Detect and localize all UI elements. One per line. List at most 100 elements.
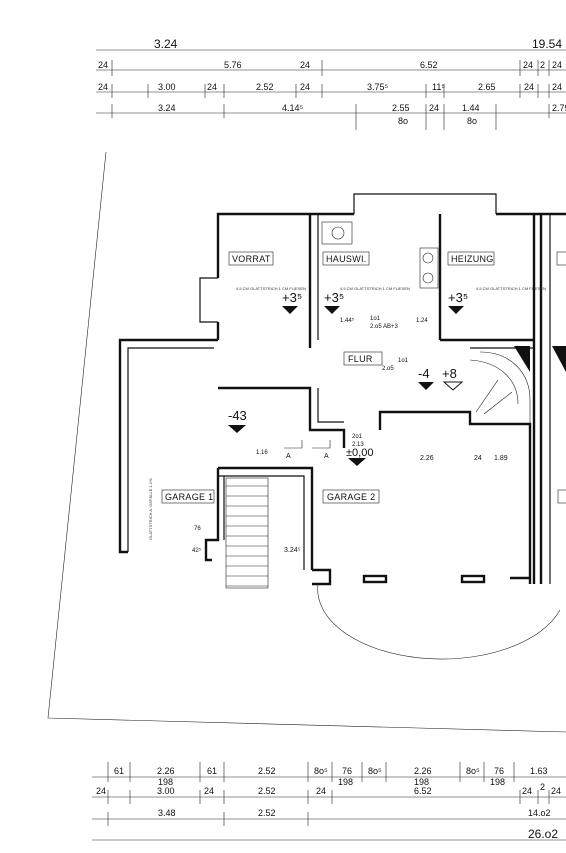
top-dim: 24 bbox=[300, 82, 310, 92]
bottom-dim: 24 bbox=[522, 786, 532, 796]
level-triangle-icon bbox=[282, 306, 298, 314]
top-dim: 3.75⁵ bbox=[367, 82, 389, 92]
room-garage-2: GARAGE 2 bbox=[327, 492, 375, 502]
top-dimension-chains: 3.24 19.54 24 5.76 24 6.52 24 2 24 24 3.… bbox=[96, 37, 566, 130]
level-flur-a: -4 bbox=[418, 366, 430, 381]
plan-dim: 1.24 bbox=[416, 318, 428, 324]
level-hauswi: +3⁵ bbox=[324, 290, 344, 305]
section-marker: A bbox=[286, 453, 291, 460]
level-triangle-icon bbox=[348, 458, 366, 466]
bottom-dim: 6.52 bbox=[414, 786, 432, 796]
floor-note: 4.5 CM GLATTSTRICH 1 CM FLIESEN bbox=[340, 286, 410, 291]
top-dim: 3.00 bbox=[158, 82, 176, 92]
top-dim: 3.24 bbox=[158, 103, 176, 113]
top-dim: 2.55 bbox=[392, 103, 410, 113]
plan-dim: 1.89 bbox=[494, 455, 508, 462]
level-triangle-icon bbox=[448, 306, 464, 314]
top-dim: 24 bbox=[523, 60, 533, 70]
room-label-box bbox=[447, 251, 495, 266]
top-dim: 2.52 bbox=[256, 82, 274, 92]
fixtures bbox=[321, 221, 439, 289]
plan-dim: 3.24⁵ bbox=[284, 547, 301, 554]
bottom-dim: 3.00 bbox=[157, 786, 175, 796]
top-dim: 2 bbox=[540, 60, 545, 70]
top-dim: 4.14⁵ bbox=[282, 103, 304, 113]
room-label-box bbox=[161, 489, 215, 504]
bottom-dim: 76 bbox=[342, 766, 352, 776]
bottom-dim: 198 bbox=[490, 777, 505, 787]
site-outline bbox=[47, 151, 566, 733]
plan-dim: 42⁵ bbox=[192, 547, 202, 554]
bottom-dimension-chains: 61 2.26 61 2.52 8o⁵ 76 8o⁵ 2.26 8o⁵ 76 1… bbox=[92, 762, 566, 841]
bottom-dim: 2.52 bbox=[258, 808, 276, 818]
bottom-dim: 24 bbox=[204, 786, 214, 796]
room-garage-1: GARAGE 1 bbox=[165, 492, 213, 502]
bottom-dim: 1.63 bbox=[530, 766, 548, 776]
plan-notes: 4.5 CM GLATTSTRICH 1 CM FLIESEN 4.5 CM G… bbox=[148, 286, 546, 554]
top-dim-total-left: 3.24 bbox=[154, 37, 178, 51]
plan-dim: 1.16 bbox=[256, 450, 268, 456]
door-dim: 1o1 bbox=[398, 358, 409, 364]
bottom-dim: 24 bbox=[551, 786, 561, 796]
level-heizung: +3⁵ bbox=[448, 290, 468, 305]
top-dim: 24 bbox=[300, 60, 310, 70]
bottom-dim: 2.52 bbox=[258, 786, 276, 796]
room-heizung: HEIZUNG bbox=[451, 254, 494, 264]
top-dim: 5.76 bbox=[224, 60, 242, 70]
top-dim: 1.44 bbox=[462, 103, 480, 113]
bottom-dim: 61 bbox=[114, 766, 124, 776]
bottom-dim: 2.52 bbox=[258, 766, 276, 776]
bottom-dim: 2.26 bbox=[157, 766, 175, 776]
level-garage-2: ±0,00 bbox=[346, 447, 373, 459]
top-dim: 24 bbox=[552, 60, 562, 70]
bottom-dim: 76 bbox=[494, 766, 504, 776]
bottom-dim: 2 bbox=[540, 782, 545, 792]
top-dim: 6.52 bbox=[420, 60, 438, 70]
level-vorrat: +3⁵ bbox=[282, 290, 302, 305]
level-garage-1: -43 bbox=[228, 408, 247, 423]
room-vorrat: VORRAT bbox=[232, 254, 271, 264]
section-marker: A bbox=[324, 453, 329, 460]
top-dim: 24 bbox=[207, 82, 217, 92]
bottom-dim: 198 bbox=[158, 777, 173, 787]
level-triangle-icon bbox=[324, 306, 340, 314]
room-label-box bbox=[343, 351, 383, 366]
floor-note: 4.5 CM GLATTSTRICH 1 CM FLIESEN bbox=[476, 286, 546, 291]
top-dim: 24 bbox=[98, 60, 108, 70]
room-labels: VORRAT HAUSWI. HEIZUNG FLUR GARAGE 1 GAR… bbox=[161, 251, 566, 504]
door-dim: 2.o5 bbox=[382, 366, 394, 372]
room-label-box bbox=[228, 251, 274, 266]
top-dim: 2.79 bbox=[552, 103, 566, 113]
bottom-dim: 198 bbox=[338, 777, 353, 787]
plan-dim: 76 bbox=[194, 526, 201, 532]
garage-door-swing bbox=[317, 583, 561, 660]
door-dim: 2.o5 AB+3 bbox=[370, 324, 399, 330]
bottom-dim: 61 bbox=[207, 766, 217, 776]
room-label-box bbox=[322, 251, 370, 266]
door-dim: 2.13 bbox=[352, 442, 364, 448]
top-dim: 24 bbox=[552, 82, 562, 92]
level-triangle-icon bbox=[418, 382, 434, 390]
door-dim: 2o1 bbox=[352, 434, 363, 440]
floor-note: 4.5 CM GLATTSTRICH 1 CM FLIESEN bbox=[236, 286, 306, 291]
top-dim: 11⁵ bbox=[432, 82, 445, 92]
top-dim: 24 bbox=[98, 82, 108, 92]
top-dim-total-right: 19.54 bbox=[532, 37, 562, 51]
bottom-dim: 8o⁵ bbox=[368, 766, 382, 776]
door-dim: 1o1 bbox=[370, 316, 381, 322]
bottom-dim: 198 bbox=[414, 777, 429, 787]
level-markers: +3⁵ +3⁵ +3⁵ -4 +8 -43 ±0,00 bbox=[228, 290, 468, 466]
walls bbox=[118, 193, 566, 586]
bottom-dim: 3.48 bbox=[158, 808, 176, 818]
room-hauswi: HAUSWI. bbox=[326, 254, 367, 264]
plan-dim: 2.26 bbox=[420, 455, 434, 462]
stairs bbox=[225, 346, 566, 589]
room-label-box bbox=[322, 489, 380, 504]
bottom-dim-total: 26.o2 bbox=[528, 827, 558, 841]
plan-dim: 24 bbox=[474, 455, 482, 462]
stair-void-fill bbox=[514, 346, 530, 372]
bottom-dim: 8o⁵ bbox=[466, 766, 480, 776]
bottom-dim: 24 bbox=[316, 786, 326, 796]
level-flur-b: +8 bbox=[442, 366, 457, 381]
